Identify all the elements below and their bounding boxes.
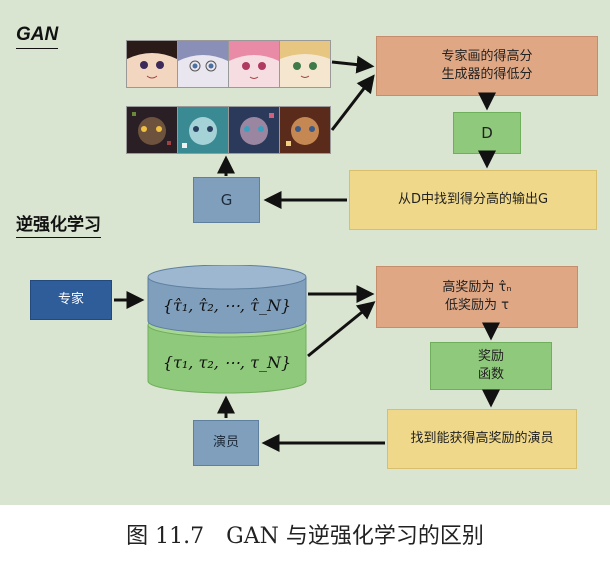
diagram-slide: GAN 专家画的得高分 生成器的得低分 D 从D中找到得分高的输出G <box>0 0 610 505</box>
anime-face-3-image <box>228 40 280 88</box>
diagram-arrows <box>114 55 500 452</box>
reward-assignment-box: 高奖励为 τ̂ₙ 低奖励为 τ <box>376 266 578 328</box>
arrow-real-to-score <box>331 55 375 74</box>
reward-high-line: 高奖励为 τ̂ₙ <box>442 280 512 296</box>
gan-expert-score-box: 专家画的得高分 生成器的得低分 <box>376 36 598 96</box>
reward-low-line: 低奖励为 τ <box>445 298 509 313</box>
reward-function-box: 奖励 函数 <box>430 342 552 390</box>
irl-section-title: 逆强化学习 <box>16 210 101 238</box>
arrow-actor-traj-to-reward <box>307 301 376 358</box>
noisy-face-4-image <box>279 106 331 154</box>
arrow-fake-to-score <box>330 74 375 131</box>
trajectory-cylinders <box>147 265 307 394</box>
gan-section-title: GAN <box>16 24 59 49</box>
generator-box: G <box>193 177 260 223</box>
noisy-face-1-image <box>126 106 178 154</box>
figure-caption: 图 11.7 GAN 与逆强化学习的区别 <box>126 524 484 549</box>
find-high-score-g-box: 从D中找到得分高的输出G <box>349 170 597 230</box>
find-high-reward-actor-box: 找到能获得高奖励的演员 <box>387 409 577 469</box>
discriminator-box: D <box>453 112 521 154</box>
noisy-face-2-image <box>177 106 229 154</box>
anime-face-4-image <box>279 40 331 88</box>
anime-face-2-image <box>177 40 229 88</box>
expert-trajectories-label: {τ̂₁, τ̂₂, ⋯, τ̂_N} <box>162 296 292 315</box>
actor-box: 演员 <box>193 420 259 466</box>
anime-face-1-image <box>126 40 178 88</box>
actor-trajectories-label: {τ₁, τ₂, ⋯, τ_N} <box>162 353 292 372</box>
expert-box: 专家 <box>30 280 112 320</box>
